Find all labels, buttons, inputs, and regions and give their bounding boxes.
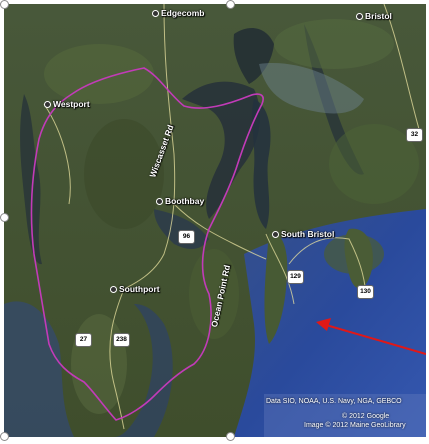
- resize-handle-top-center[interactable]: [226, 0, 235, 9]
- resize-handle-bottom-left[interactable]: [0, 432, 9, 441]
- route-shield-32: 32: [406, 128, 423, 142]
- place-label-boothbay: Boothbay: [156, 196, 204, 206]
- place-label-south-bristol: South Bristol: [272, 229, 334, 239]
- place-label-edgecomb: Edgecomb: [152, 8, 204, 18]
- place-dot-icon: [110, 286, 117, 294]
- route-shield-129: 129: [287, 270, 304, 284]
- place-dot-icon: [356, 13, 363, 21]
- map-google-credit: © 2012 Google: [342, 413, 390, 420]
- resize-handle-middle-left[interactable]: [0, 213, 9, 222]
- place-label-westport: Westport: [44, 99, 90, 109]
- map-data-credit: Data SIO, NOAA, U.S. Navy, NGA, GEBCO: [266, 398, 402, 405]
- place-dot-icon: [156, 198, 163, 206]
- place-dot-icon: [272, 231, 279, 239]
- map-image-credit: Image © 2012 Maine GeoLibrary: [304, 422, 406, 429]
- pointer-arrow: [316, 318, 426, 355]
- place-dot-icon: [44, 101, 51, 109]
- place-dot-icon: [152, 10, 159, 18]
- resize-handle-top-left[interactable]: [0, 0, 9, 9]
- route-shield-27: 27: [75, 333, 92, 347]
- boundary-outline: [30, 67, 264, 421]
- resize-handle-bottom-center[interactable]: [226, 432, 235, 441]
- place-label-bristol: Bristol: [356, 11, 392, 21]
- route-shield-130: 130: [357, 285, 374, 299]
- satellite-map[interactable]: Edgecomb Bristol Westport Boothbay South…: [4, 4, 426, 437]
- place-label-southport: Southport: [110, 284, 160, 294]
- route-shield-96: 96: [178, 230, 195, 244]
- satellite-imagery: [4, 4, 426, 437]
- route-shield-238: 238: [113, 333, 130, 347]
